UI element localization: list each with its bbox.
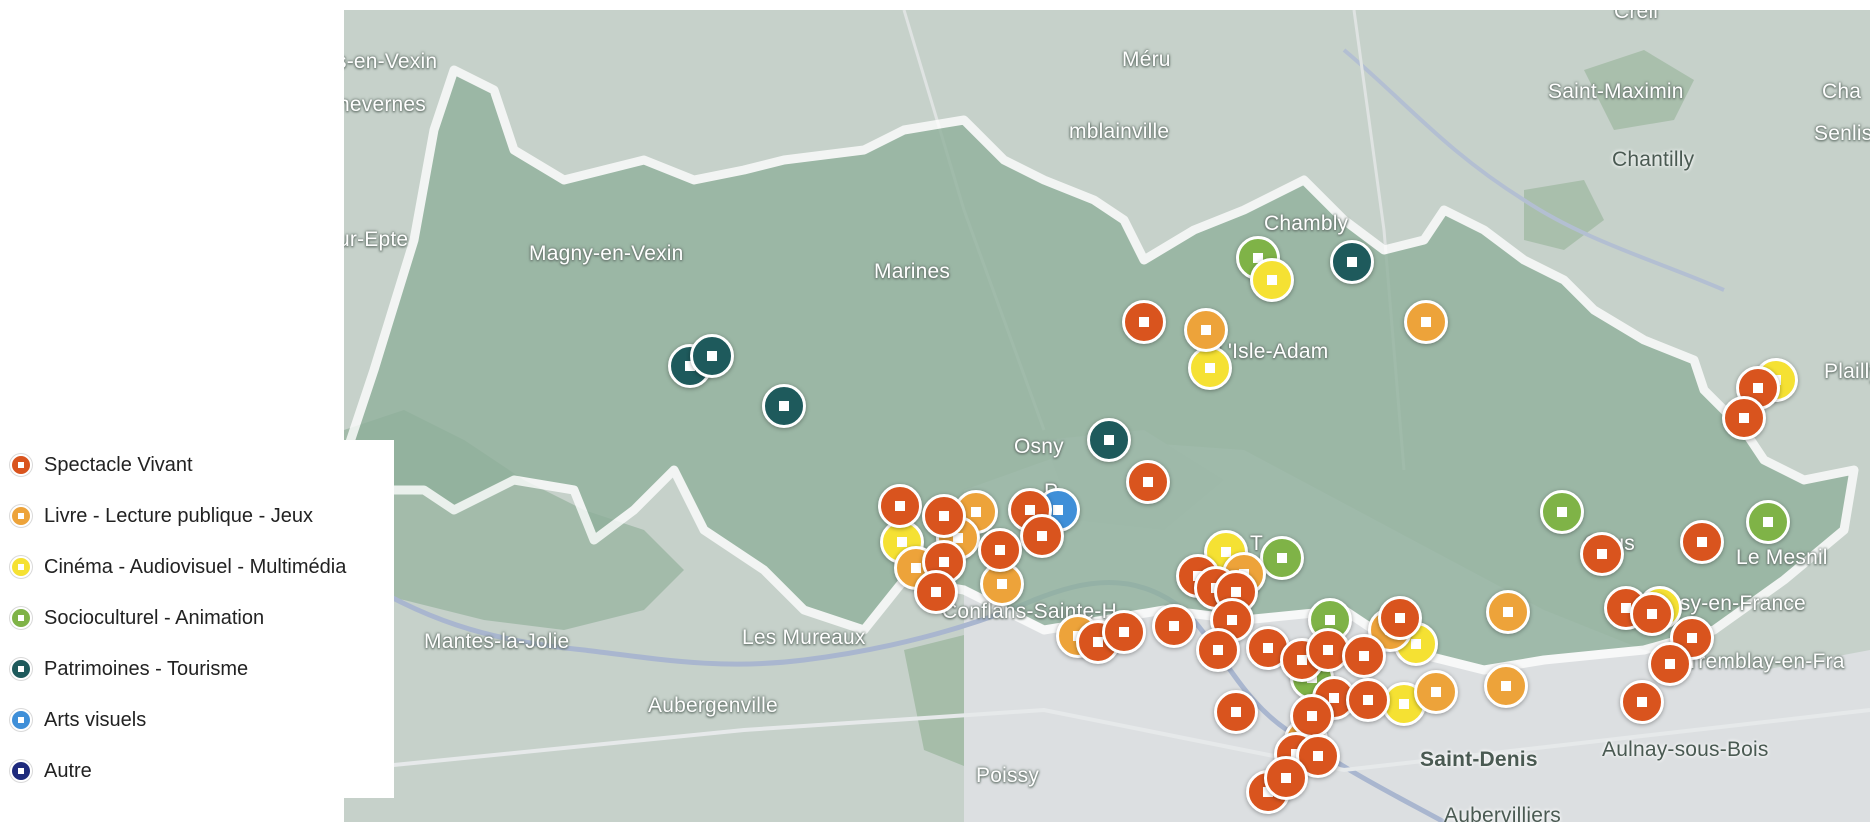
place-label: Tremblay-en-Fra xyxy=(1686,650,1845,673)
place-label: Osny xyxy=(1014,435,1064,458)
place-label: Chambly xyxy=(1264,212,1349,235)
place-label: Creil xyxy=(1614,10,1659,23)
legend-dot-icon xyxy=(10,607,32,629)
map-view[interactable]: s-en-Vexin hevernes Méru Saint-Maximin C… xyxy=(344,10,1870,822)
legend-panel: Spectacle Vivant Livre - Lecture publiqu… xyxy=(0,440,394,798)
marker-spectacle-vivant[interactable] xyxy=(1214,690,1258,734)
place-label: Le Mesnil xyxy=(1736,546,1828,569)
legend-item-cinema[interactable]: Cinéma - Audiovisuel - Multimédia xyxy=(10,552,346,582)
legend-item-patrimoines[interactable]: Patrimoines - Tourisme xyxy=(10,654,248,684)
marker-spectacle-vivant[interactable] xyxy=(1378,596,1422,640)
marker-spectacle-vivant[interactable] xyxy=(1630,592,1674,636)
marker-spectacle-vivant[interactable] xyxy=(878,484,922,528)
marker-spectacle-vivant[interactable] xyxy=(1722,396,1766,440)
place-label: Méru xyxy=(1122,48,1171,71)
marker-patrimoines[interactable] xyxy=(1330,240,1374,284)
marker-spectacle-vivant[interactable] xyxy=(1102,610,1146,654)
legend-label: Spectacle Vivant xyxy=(44,453,193,476)
marker-livre[interactable] xyxy=(1484,664,1528,708)
marker-spectacle-vivant[interactable] xyxy=(1290,694,1334,738)
place-label: Senlis xyxy=(1814,122,1870,145)
marker-spectacle-vivant[interactable] xyxy=(1346,678,1390,722)
legend-label: Arts visuels xyxy=(44,708,147,731)
legend-dot-icon xyxy=(10,505,32,527)
marker-spectacle-vivant[interactable] xyxy=(978,528,1022,572)
marker-spectacle-vivant[interactable] xyxy=(914,570,958,614)
legend-item-arts-visuels[interactable]: Arts visuels xyxy=(10,705,146,735)
marker-patrimoines[interactable] xyxy=(1087,418,1131,462)
place-label: Plailly xyxy=(1824,360,1870,383)
marker-socioculturel[interactable] xyxy=(1260,536,1304,580)
marker-cinema[interactable] xyxy=(1188,346,1232,390)
marker-livre[interactable] xyxy=(1414,670,1458,714)
legend-dot-icon xyxy=(10,556,32,578)
marker-livre[interactable] xyxy=(1404,300,1448,344)
legend-dot-icon xyxy=(10,658,32,680)
marker-spectacle-vivant[interactable] xyxy=(1648,642,1692,686)
place-label: s-en-Vexin xyxy=(344,50,438,73)
place-label: Saint-Denis xyxy=(1420,748,1538,771)
marker-socioculturel[interactable] xyxy=(1540,490,1584,534)
place-label: Mantes-la-Jolie xyxy=(424,630,570,653)
marker-socioculturel[interactable] xyxy=(1746,500,1790,544)
place-label: Magny-en-Vexin xyxy=(529,242,684,265)
marker-spectacle-vivant[interactable] xyxy=(1620,680,1664,724)
marker-patrimoines[interactable] xyxy=(762,384,806,428)
place-label: Aubergenville xyxy=(648,694,778,717)
legend-item-spectacle-vivant[interactable]: Spectacle Vivant xyxy=(10,450,193,480)
marker-spectacle-vivant[interactable] xyxy=(1020,514,1064,558)
map-base-layer xyxy=(344,10,1870,822)
legend-item-socioculturel[interactable]: Socioculturel - Animation xyxy=(10,603,264,633)
legend-item-livre[interactable]: Livre - Lecture publique - Jeux xyxy=(10,501,313,531)
legend-dot-icon xyxy=(10,709,32,731)
marker-spectacle-vivant[interactable] xyxy=(1680,520,1724,564)
marker-spectacle-vivant[interactable] xyxy=(1580,532,1624,576)
place-label: Les Mureaux xyxy=(742,626,866,649)
legend-label: Socioculturel - Animation xyxy=(44,606,265,629)
place-label: Aubervilliers xyxy=(1444,804,1561,822)
place-label: L'Isle-Adam xyxy=(1216,340,1329,363)
place-label: T xyxy=(1250,532,1264,555)
marker-spectacle-vivant[interactable] xyxy=(1122,300,1166,344)
marker-livre[interactable] xyxy=(1184,308,1228,352)
place-label: mblainville xyxy=(1069,120,1170,143)
marker-cinema[interactable] xyxy=(1250,258,1294,302)
marker-spectacle-vivant[interactable] xyxy=(1264,756,1308,800)
legend-dot-icon xyxy=(10,760,32,782)
marker-livre[interactable] xyxy=(1486,590,1530,634)
place-label: Marines xyxy=(874,260,951,283)
marker-patrimoines[interactable] xyxy=(690,334,734,378)
marker-spectacle-vivant[interactable] xyxy=(1152,604,1196,648)
legend-label: Patrimoines - Tourisme xyxy=(44,657,249,680)
legend-item-autre[interactable]: Autre xyxy=(10,756,92,786)
marker-spectacle-vivant[interactable] xyxy=(1342,634,1386,678)
place-label: Poissy xyxy=(976,764,1040,787)
legend-dot-icon xyxy=(10,454,32,476)
legend-label: Cinéma - Audiovisuel - Multimédia xyxy=(44,555,347,578)
marker-spectacle-vivant[interactable] xyxy=(1126,460,1170,504)
place-label: Cha xyxy=(1822,80,1862,103)
place-label: Aulnay-sous-Bois xyxy=(1602,738,1769,761)
place-label: ur-Epte xyxy=(344,228,409,251)
marker-spectacle-vivant[interactable] xyxy=(1196,628,1240,672)
legend-label: Livre - Lecture publique - Jeux xyxy=(44,504,314,527)
place-label: Chantilly xyxy=(1612,148,1695,171)
legend-label: Autre xyxy=(44,759,92,782)
marker-spectacle-vivant[interactable] xyxy=(922,494,966,538)
place-label: hevernes xyxy=(344,93,426,116)
place-label: Saint-Maximin xyxy=(1548,80,1684,103)
